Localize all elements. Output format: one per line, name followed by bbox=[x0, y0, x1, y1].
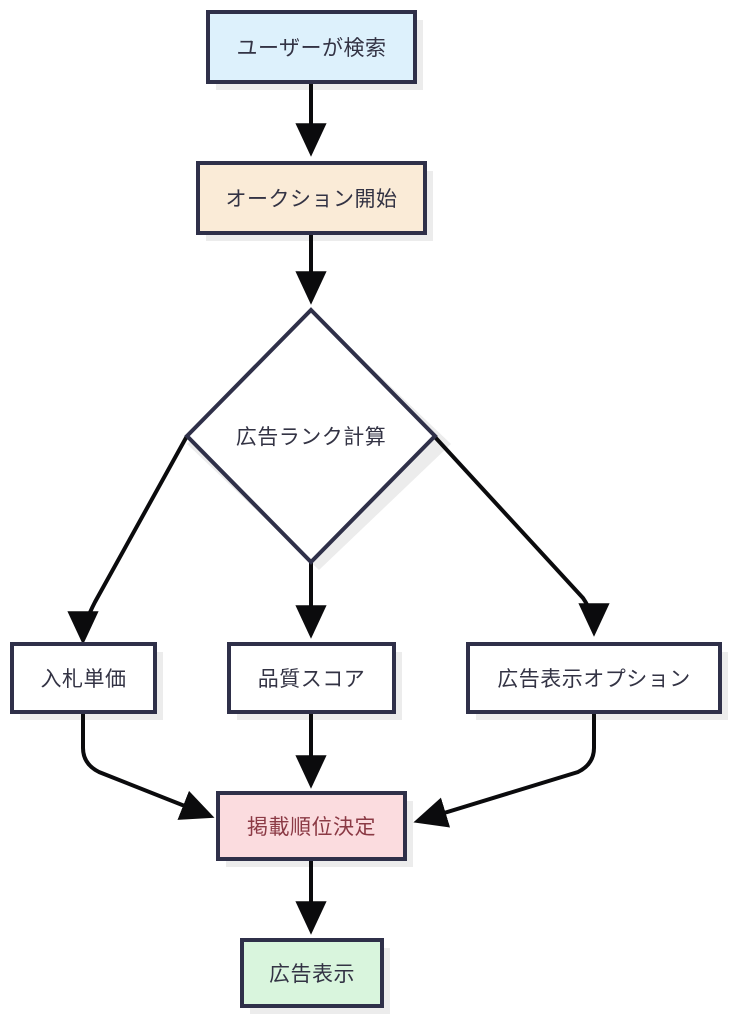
node-auction-start[interactable] bbox=[196, 161, 427, 235]
edge-ad-display-options-to-ranking-decision bbox=[413, 712, 596, 828]
node-ranking-decision[interactable] bbox=[216, 791, 407, 861]
edge-ad-rank-calc-to-ad-display-options bbox=[432, 434, 610, 637]
node-user-search[interactable] bbox=[206, 10, 417, 84]
edge-bid-price-to-ranking-decision bbox=[81, 712, 215, 820]
node-ad-display-options[interactable] bbox=[466, 642, 722, 714]
node-quality-score[interactable] bbox=[227, 642, 396, 714]
edge-ad-rank-calc-to-bid-price bbox=[67, 435, 189, 645]
node-bid-price[interactable] bbox=[10, 642, 157, 714]
node-ad-rank-calc[interactable] bbox=[184, 307, 438, 565]
node-ad-shown[interactable] bbox=[240, 938, 384, 1008]
